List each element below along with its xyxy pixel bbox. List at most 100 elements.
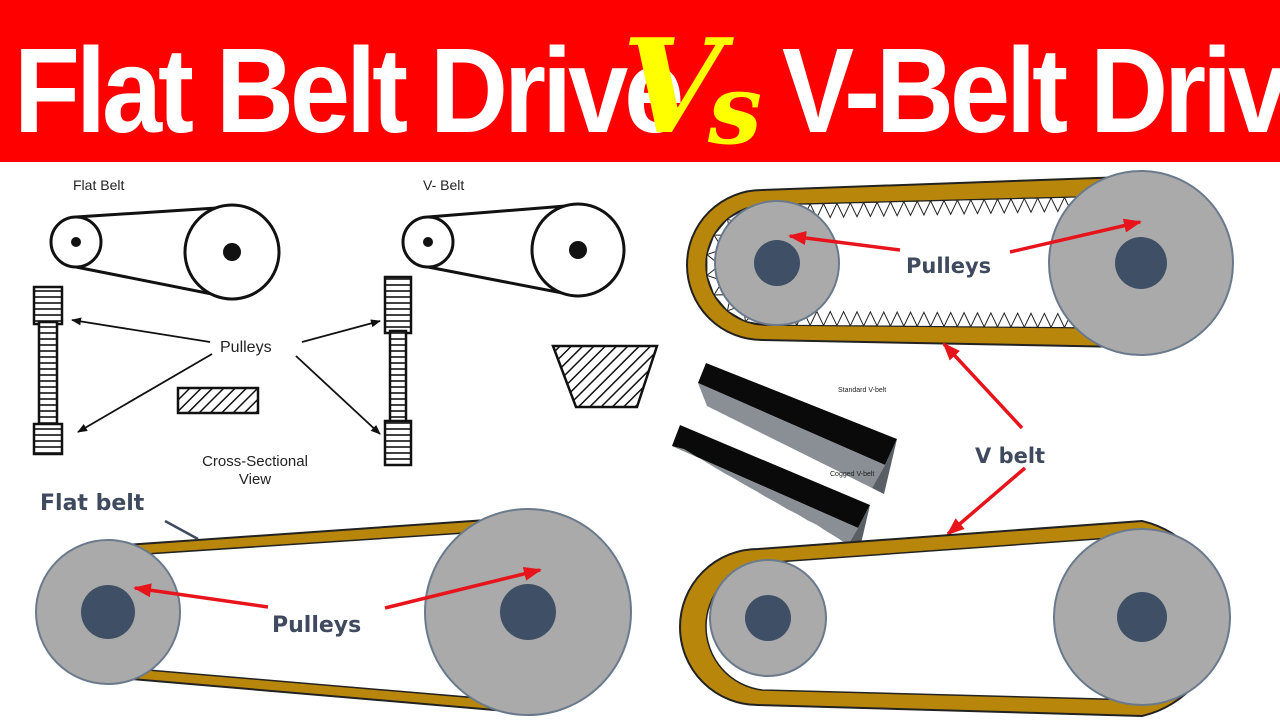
cogged-v-belt-illustration bbox=[672, 425, 870, 548]
standard-v-belt-label: Standard V-belt bbox=[838, 387, 886, 394]
belt-tooth bbox=[969, 311, 985, 328]
belt-tooth bbox=[969, 198, 985, 215]
v-belt-label: V belt bbox=[975, 444, 1045, 468]
belt-tooth bbox=[1023, 197, 1039, 214]
v-pulley-side-view bbox=[383, 275, 413, 467]
belt-tooth bbox=[943, 199, 959, 216]
belt-tooth bbox=[849, 310, 865, 327]
arrow-to-flat-pulley-top bbox=[71, 317, 211, 343]
arrow-to-flat-large-pulley bbox=[384, 567, 542, 610]
arrow-to-top-small-pulley bbox=[788, 231, 901, 252]
belt-tooth bbox=[983, 311, 999, 328]
bottom-left-pulleys-label: Pulleys bbox=[272, 613, 361, 638]
belt-tooth bbox=[849, 202, 865, 218]
belt-tooth bbox=[929, 311, 945, 328]
belt-tooth bbox=[1036, 312, 1052, 328]
v-pulley-upper bbox=[383, 275, 413, 335]
belt-tooth bbox=[822, 310, 838, 327]
belt-tooth bbox=[862, 201, 878, 218]
top-right-pulleys-label: Pulleys bbox=[906, 254, 991, 278]
belt-tooth bbox=[836, 310, 852, 327]
v-belt-schematic-label: V- Belt bbox=[423, 177, 464, 193]
belt-tooth bbox=[876, 310, 892, 327]
belt-tooth bbox=[809, 310, 825, 326]
belt-tooth bbox=[929, 199, 945, 216]
belt-tooth bbox=[876, 201, 892, 218]
flat-belt-schematic-label: Flat Belt bbox=[73, 177, 124, 193]
flat-belt-label: Flat belt bbox=[40, 491, 145, 516]
belt-tooth bbox=[1010, 311, 1026, 328]
belt-tooth bbox=[1023, 312, 1039, 328]
v-large-pulley-hub bbox=[569, 241, 587, 259]
cogged-belt-top-face bbox=[672, 425, 870, 528]
belt-tooth bbox=[996, 311, 1012, 328]
arrow-to-cogged-belt bbox=[942, 342, 1024, 430]
belt-tooth bbox=[943, 311, 959, 328]
belt-tooth bbox=[822, 202, 838, 219]
cogged-v-belt-drive bbox=[686, 170, 1234, 356]
cogged-drive-small-hub bbox=[754, 240, 800, 286]
v-belt-schematic: V- Belt bbox=[401, 177, 626, 298]
arrow-to-v-pulley-top bbox=[301, 319, 381, 343]
belt-tooth bbox=[1050, 312, 1066, 329]
belt-tooth bbox=[956, 311, 972, 328]
belt-tooth bbox=[706, 253, 721, 277]
cross-section-label-line2: View bbox=[239, 471, 271, 488]
cogged-belt-end-face bbox=[848, 505, 870, 548]
belt-tooth bbox=[836, 202, 852, 219]
belt-tooth bbox=[916, 311, 932, 327]
flat-belt-cross-section bbox=[176, 386, 260, 415]
v-belt-top-line bbox=[427, 203, 579, 219]
v-pulley-lower bbox=[383, 419, 413, 467]
standard-v-belt-illustration bbox=[698, 363, 897, 494]
standard-belt-end-face bbox=[872, 439, 897, 494]
flat-pulley-flange-bottom bbox=[32, 422, 64, 456]
title-banner: Flat Belt Drive V s V-Belt Drive bbox=[0, 0, 1280, 162]
belt-tooth bbox=[956, 199, 972, 216]
belt-tooth bbox=[1010, 197, 1026, 214]
flat-belt-schematic: Flat Belt bbox=[49, 177, 281, 301]
belt-tooth bbox=[889, 310, 905, 327]
cogged-belt-side-face bbox=[672, 446, 858, 545]
belt-tooth bbox=[1036, 197, 1052, 214]
flat-pulley-side-view bbox=[32, 285, 64, 456]
flat-drive-small-hub bbox=[81, 585, 135, 639]
flat-small-pulley-hub bbox=[71, 237, 81, 247]
flat-drive-large-hub bbox=[500, 584, 556, 640]
cogged-v-belt-label: Cogged V-belt bbox=[830, 471, 874, 478]
standard-belt-top-face bbox=[698, 363, 897, 465]
v-belt-cross-section bbox=[551, 344, 659, 409]
belt-tooth bbox=[1050, 196, 1066, 213]
belt-tooth bbox=[916, 200, 932, 217]
flat-large-pulley-hub bbox=[223, 243, 241, 261]
v-small-pulley-hub bbox=[423, 237, 433, 247]
v-drive-small-hub bbox=[745, 595, 791, 641]
arrow-to-v-pulley-bottom bbox=[295, 355, 381, 435]
flat-pulley-flange-top bbox=[32, 285, 64, 326]
cross-section-label-line1: Cross-Sectional bbox=[202, 453, 308, 470]
title-vs-s: s bbox=[708, 53, 763, 166]
schematic-pulleys-label: Pulleys bbox=[220, 339, 272, 356]
belt-tooth bbox=[903, 311, 919, 327]
arrow-to-top-large-pulley bbox=[1009, 218, 1142, 254]
belt-tooth bbox=[903, 200, 919, 217]
arrow-to-flat-pulley-bottom bbox=[77, 353, 213, 433]
flat-belt-drive bbox=[35, 508, 632, 716]
belt-tooth bbox=[996, 198, 1012, 215]
title-vs-v: V bbox=[622, 10, 723, 163]
flat-belt-label-leader bbox=[164, 519, 199, 541]
belt-tooth bbox=[809, 203, 825, 219]
flat-pulley-web bbox=[37, 320, 59, 428]
v-belt-bottom-line bbox=[427, 265, 579, 298]
belt-tooth bbox=[983, 198, 999, 215]
title-v-belt-drive: V-Belt Drive bbox=[782, 22, 1280, 159]
belt-tooth bbox=[862, 310, 878, 327]
arrow-to-lower-v-belt bbox=[946, 466, 1027, 536]
v-belt-drive bbox=[679, 519, 1231, 718]
schematic-pointer-arrows bbox=[71, 317, 381, 435]
standard-belt-side-face bbox=[698, 383, 885, 488]
title-flat-belt-drive: Flat Belt Drive bbox=[14, 22, 684, 159]
arrow-to-flat-small-pulley bbox=[133, 583, 269, 609]
belt-tooth bbox=[889, 201, 905, 217]
